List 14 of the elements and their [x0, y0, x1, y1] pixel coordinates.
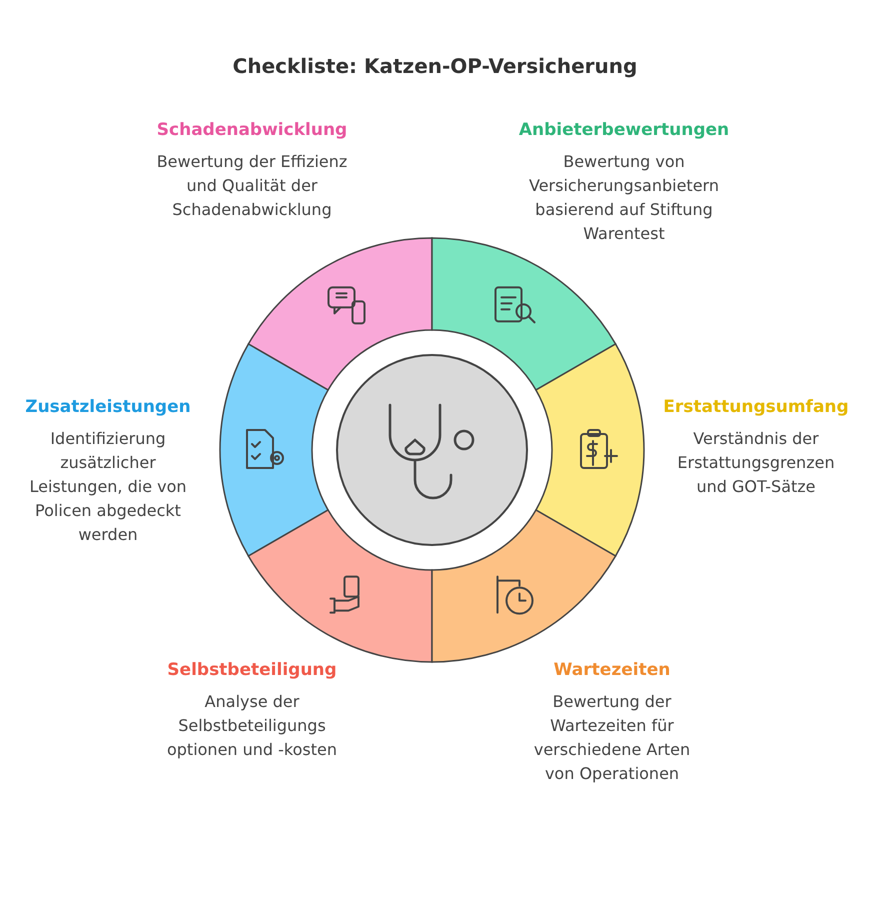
- segment-heading: Erstattungsumfang: [662, 397, 850, 417]
- segment-description: Bewertung von Versicherungsanbietern basierend auf Stiftung Warentest: [528, 151, 720, 245]
- segment-description: Analyse der Selbstbeteiligungs optionen und -kosten: [166, 691, 338, 761]
- hub-circle: [336, 354, 528, 546]
- segment-description: Identifizierung zusätzlicher Leistungen, die von Policen abgedeckt werden: [28, 428, 188, 546]
- segment-heading: Wartezeiten: [552, 660, 672, 680]
- segment-heading: Selbstbeteiligung: [166, 660, 338, 680]
- segment-description: Verständnis der Erstattungsgrenzen und GOT-Sätze: [676, 428, 836, 498]
- segment-heading: Anbieterbewertungen: [518, 120, 730, 140]
- diagram-title: Checkliste: Katzen-OP-Versicherung: [232, 54, 638, 78]
- segment-description: Bewertung der Wartezeiten für verschiedene Arten von Operationen: [532, 691, 692, 785]
- segment-heading: Zusatzleistungen: [24, 397, 192, 417]
- segment-heading: Schadenabwicklung: [156, 120, 348, 140]
- segment-description: Bewertung der Effizienz und Qualität der Schadenabwicklung: [156, 151, 348, 221]
